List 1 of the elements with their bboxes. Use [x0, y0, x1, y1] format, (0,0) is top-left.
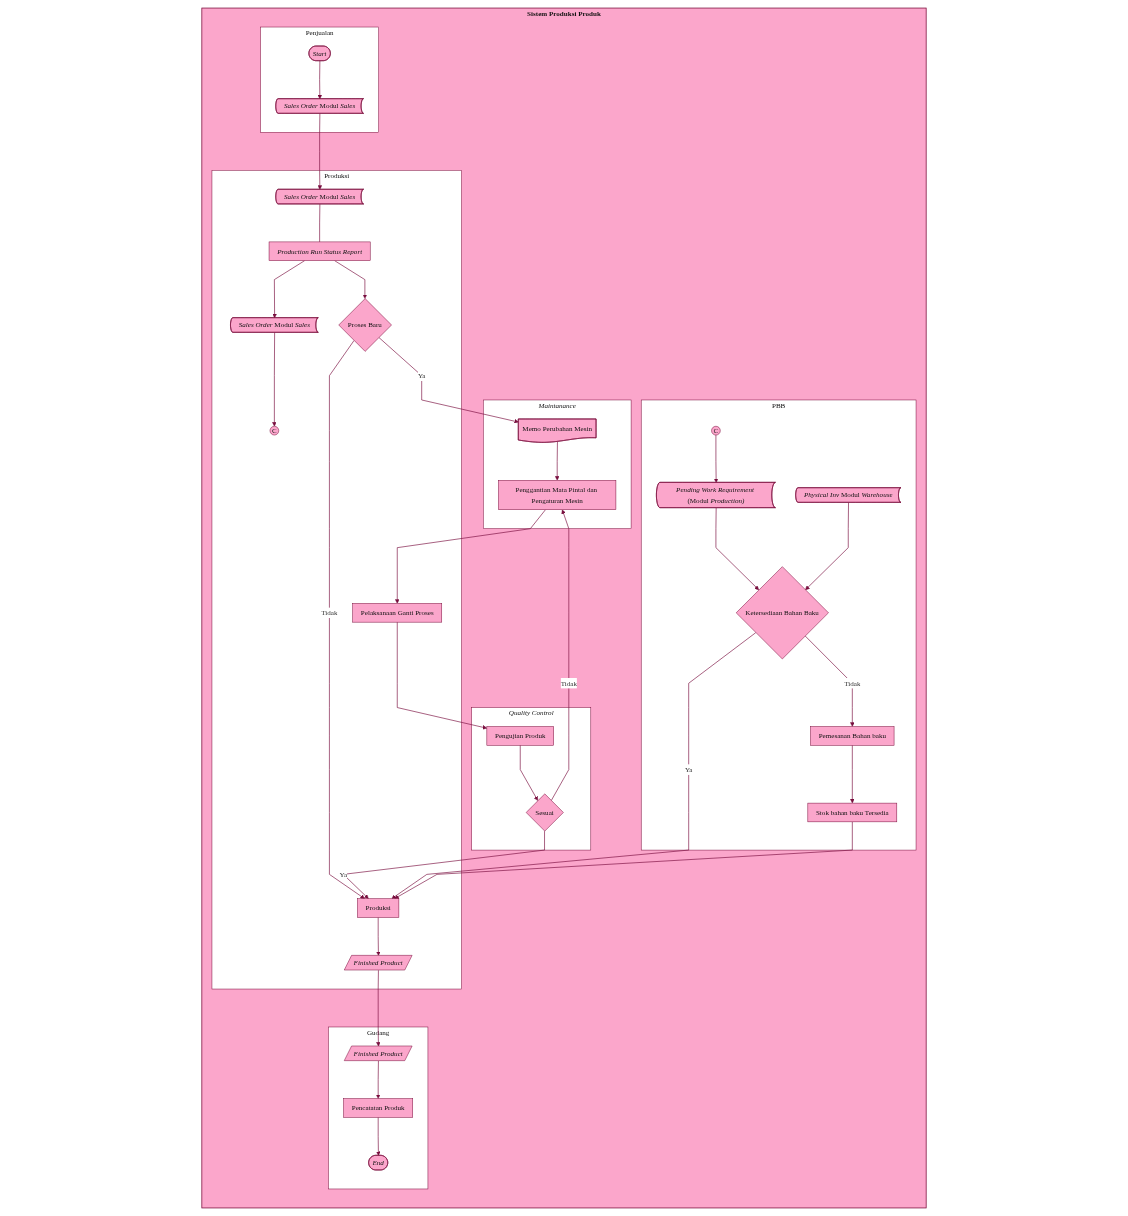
- connector: [319, 203, 321, 243]
